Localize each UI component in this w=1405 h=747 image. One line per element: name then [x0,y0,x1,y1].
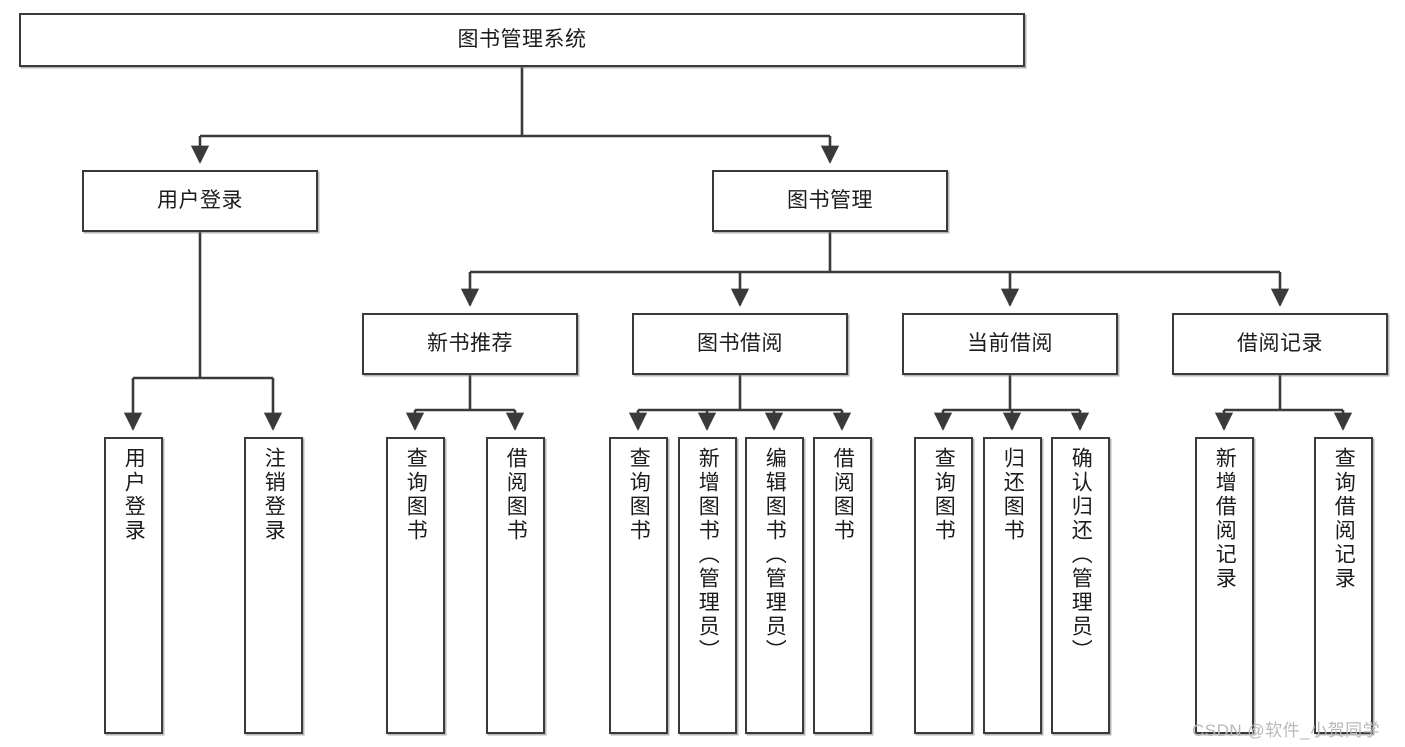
node-label: 编辑图书（管理员） [763,447,787,663]
node-leaf-edit-book[interactable]: 编辑图书（管理员） [745,437,804,734]
node-leaf-add-borrow-record[interactable]: 新增借阅记录 [1195,437,1254,734]
node-label: 查询图书 [627,447,651,543]
node-leaf-borrow-book-1[interactable]: 借阅图书 [486,437,545,734]
node-label: 查询图书 [404,447,428,543]
node-leaf-return-book[interactable]: 归还图书 [983,437,1042,734]
node-leaf-query-borrow-record[interactable]: 查询借阅记录 [1314,437,1373,734]
node-label: 新书推荐 [427,332,513,356]
node-label: 借阅图书 [504,447,528,543]
node-user-login[interactable]: 用户登录 [82,170,318,232]
node-root-system[interactable]: 图书管理系统 [19,13,1025,67]
node-book-borrow[interactable]: 图书借阅 [632,313,848,375]
node-leaf-query-book-1[interactable]: 查询图书 [386,437,445,734]
node-label: 图书借阅 [697,332,783,356]
node-leaf-query-book-2[interactable]: 查询图书 [609,437,668,734]
node-label: 图书管理 [787,189,873,213]
node-label: 查询借阅记录 [1332,447,1356,591]
node-label: 新增图书（管理员） [696,447,720,663]
node-label: 新增借阅记录 [1213,447,1237,591]
node-current-borrow[interactable]: 当前借阅 [902,313,1118,375]
node-label: 用户登录 [122,447,146,543]
node-label: 查询图书 [932,447,956,543]
node-label: 借阅记录 [1237,332,1323,356]
node-leaf-logout-login[interactable]: 注销登录 [244,437,303,734]
node-book-management[interactable]: 图书管理 [712,170,948,232]
node-label: 确认归还（管理员） [1069,447,1093,663]
node-borrow-record[interactable]: 借阅记录 [1172,313,1388,375]
node-leaf-borrow-book-2[interactable]: 借阅图书 [813,437,872,734]
node-leaf-add-book[interactable]: 新增图书（管理员） [678,437,737,734]
node-leaf-confirm-return[interactable]: 确认归还（管理员） [1051,437,1110,734]
node-label: 归还图书 [1001,447,1025,543]
node-leaf-query-book-3[interactable]: 查询图书 [914,437,973,734]
node-leaf-user-login[interactable]: 用户登录 [104,437,163,734]
node-label: 图书管理系统 [457,28,587,52]
csdn-watermark: CSDN @软件_小贺同学 [1192,721,1381,740]
node-new-book-recommend[interactable]: 新书推荐 [362,313,578,375]
node-label: 用户登录 [157,189,243,213]
node-label: 注销登录 [262,447,286,543]
node-label: 借阅图书 [831,447,855,543]
node-label: 当前借阅 [967,332,1053,356]
